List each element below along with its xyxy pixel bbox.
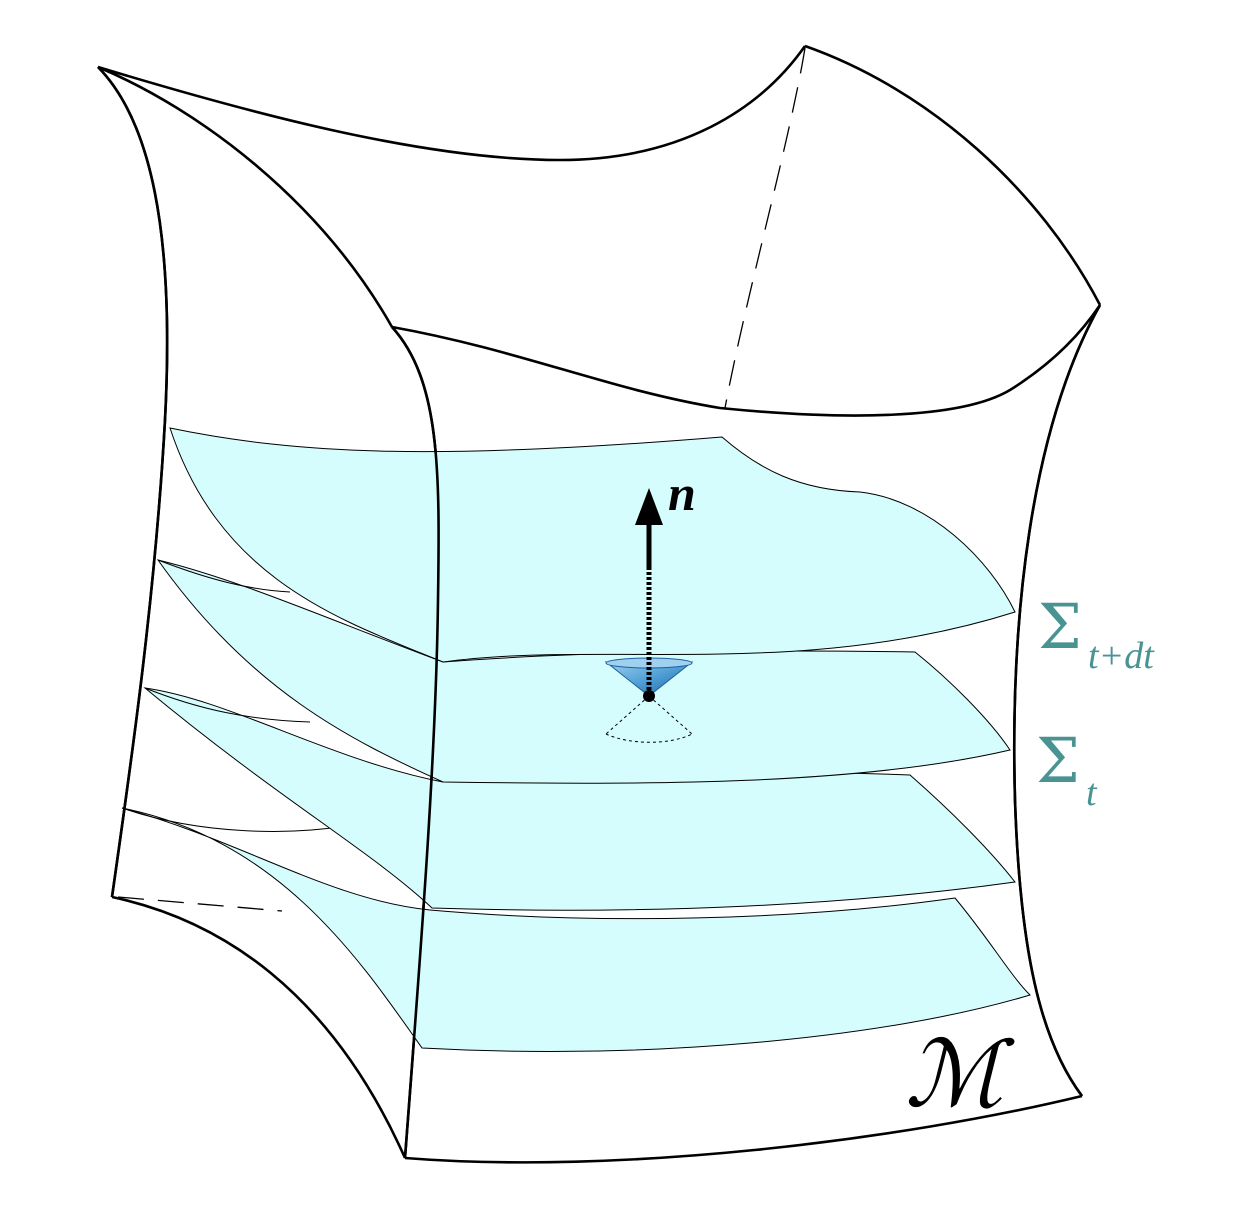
top-face-left-inner-edge: [97, 65, 394, 328]
right-vertical-edge-overlay: [1012, 304, 1102, 1097]
left-vertical-edge-overlay: [97, 66, 169, 898]
normal-vector-label: n: [668, 465, 696, 521]
slice-3-back-contour: [157, 559, 291, 593]
normal-arrow-icon: [635, 488, 663, 702]
slice-3-sigma-t: [156, 559, 1011, 784]
slice-1: [121, 807, 1031, 1052]
normal-arrow-head: [635, 488, 663, 525]
sigma-t-subscript: t: [1086, 772, 1098, 814]
sigma-t-dt-symbol: Σ: [1038, 590, 1082, 663]
bottom-front-edge: [404, 1094, 1083, 1164]
slice-2: [143, 687, 1016, 911]
sigma-t-symbol: Σ: [1036, 724, 1080, 797]
bottom-left-edge: [111, 895, 407, 1159]
event-point: [643, 690, 655, 702]
past-cone-outline: [605, 695, 693, 743]
slice-1-back-contour: [121, 807, 346, 832]
right-vertical-edge: [1012, 304, 1102, 1097]
slice-4-sigma-t-dt: [169, 427, 1016, 663]
front-vertical-edge-overlay: [391, 326, 440, 1159]
top-face-front-edge: [391, 304, 1102, 417]
top-face-back-edge: [97, 45, 807, 162]
sigma-t-dt-subscript: t+dt: [1088, 635, 1155, 677]
left-back-vertical-edge: [97, 66, 169, 898]
hidden-back-edge: [724, 47, 806, 409]
slice-2-back-contour: [144, 687, 311, 723]
top-face-right-edge: [804, 44, 1102, 306]
hidden-bottom-edge: [117, 896, 283, 912]
manifold-label: ℳ: [905, 1024, 1015, 1126]
